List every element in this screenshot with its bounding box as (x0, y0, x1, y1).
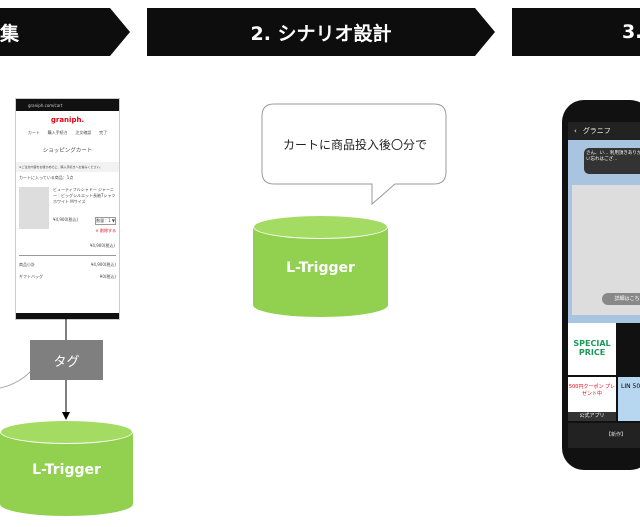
nav-bar (16, 313, 119, 319)
step-banner-2: 2. シナリオ設計 (147, 8, 495, 56)
chat-name: グラニフ (582, 127, 611, 135)
banner-label: 2. シナリオ設計 (250, 22, 392, 45)
product-card: 詳細はこち (572, 185, 640, 315)
step: 購入手続き (47, 130, 68, 135)
line-total: ¥4,900(税込) (89, 243, 115, 248)
product-image (19, 187, 49, 229)
checkout-steps: カート 購入手続き 注文確認 完了 (24, 130, 111, 136)
page-title: ショッピングカート (42, 148, 93, 154)
l-trigger-cylinder: L-Trigger (0, 420, 133, 516)
app-label: 公式アプリ (568, 412, 616, 421)
gift-label: ギフトバッグ (19, 274, 43, 279)
step-banner-1: 集 (0, 8, 130, 56)
menu-bar[interactable]: 【新作】 (568, 423, 640, 448)
speech-bubble (261, 103, 447, 206)
cart-screenshot: graniph.com/cart graniph. カート 購入手続き 注文確認 完了… (15, 98, 120, 320)
banner-label: 3. (622, 21, 640, 43)
step-banner-3: 3. (512, 8, 640, 56)
tag-label: タグ (53, 354, 80, 370)
cylinder-label: L-Trigger (32, 462, 101, 479)
line-chat-phone: ‹ グラニフ さん、い… 利用頂きありがと… お買い忘れはござ… 詳細はこち S… (562, 100, 640, 470)
url-text: graniph.com/cart (28, 102, 63, 108)
notice: ※ご注文内容をお確かめの上、購入手続きへお進みください。 (16, 162, 119, 172)
bubble-text: カートに商品投入後〇分で (282, 137, 427, 152)
delete-link[interactable]: × 削除する (95, 228, 116, 233)
chat-area: さん、い… 利用頂きありがと… お買い忘れはござ… 詳細はこち (568, 140, 640, 323)
connector-line (0, 371, 31, 389)
arrow-head (62, 412, 70, 420)
gift-price: ¥0(税込) (99, 274, 116, 279)
chat-header: ‹ グラニフ (568, 122, 640, 140)
rich-menu-special[interactable]: SPECIAL PRICE (568, 323, 616, 375)
product-name: ビューティフルシャドー ジャーニー｜ビッグシルエット長袖Tシャツ ホワイト Mサ… (53, 187, 116, 204)
step: 完了 (99, 130, 108, 135)
l-trigger-cylinder: L-Trigger (253, 215, 388, 317)
logo: graniph. (50, 116, 85, 124)
cylinder-label: L-Trigger (286, 259, 355, 276)
rich-menu-line[interactable]: LIN 50 (618, 377, 640, 421)
subtotal-label: 商品小計 (19, 262, 35, 267)
tag-box: タグ (30, 340, 103, 380)
banner-label: 集 (0, 22, 20, 45)
subtotal: ¥4,900(税込) (90, 262, 116, 267)
step: カート (27, 130, 40, 135)
price: ¥4,900(税込) (53, 217, 79, 222)
chat-message: さん、い… 利用頂きありがと… お買い忘れはござ… (584, 148, 640, 174)
browser-bar: graniph.com/cart (16, 99, 119, 111)
detail-button[interactable]: 詳細はこち (602, 293, 640, 305)
qty-select[interactable]: 数量：1 ▼ (95, 217, 116, 225)
count-label: カートに入っている商品：1点 (19, 175, 74, 180)
step: 注文確認 (75, 130, 92, 135)
